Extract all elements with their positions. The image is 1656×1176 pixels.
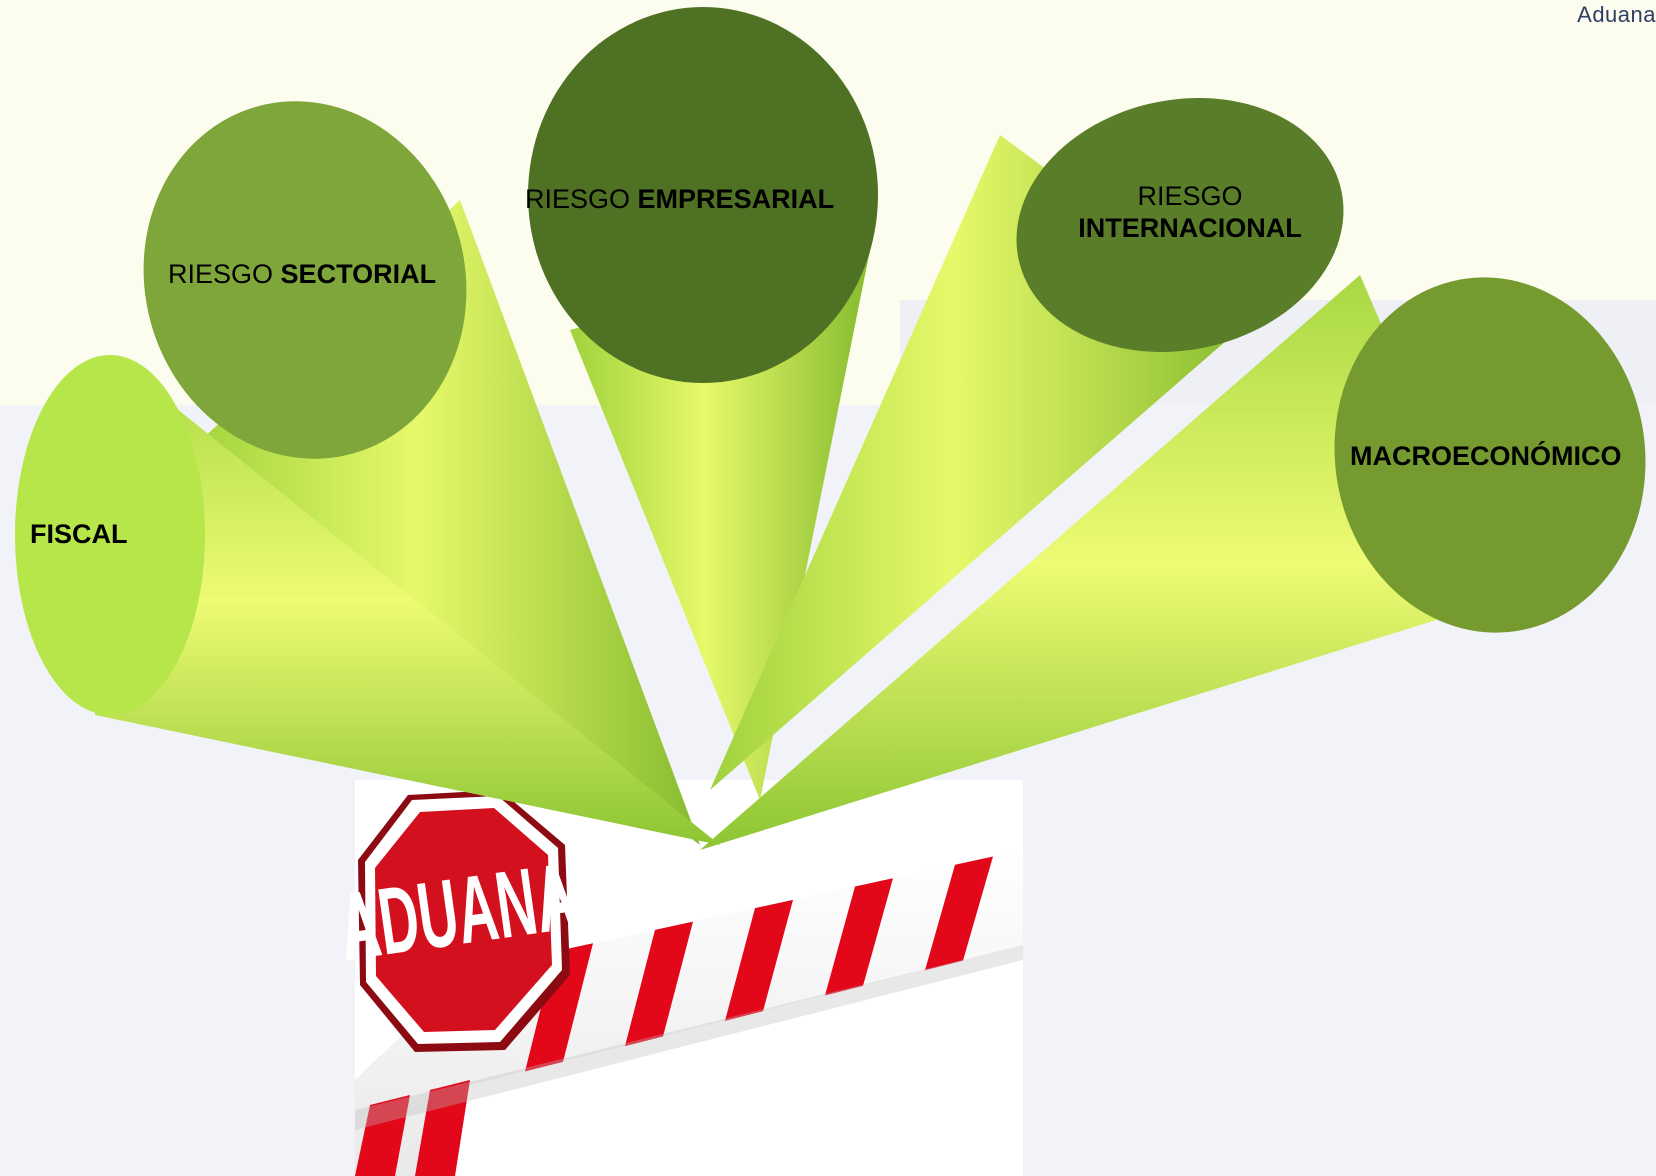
label-macroeconomico: MACROECONÓMICO — [1350, 440, 1622, 472]
aduana-stop-sign: ADUANA — [333, 790, 582, 1052]
barrier-stripe — [925, 856, 993, 971]
cone-macroeconomico-body — [700, 275, 1500, 850]
label-fiscal-emphasis: FISCAL — [30, 519, 128, 549]
label-internacional: RIESGO INTERNACIONAL — [1065, 180, 1315, 244]
label-sectorial: RIESGO SECTORIAL — [168, 258, 436, 290]
label-sectorial-prefix: RIESGO — [168, 259, 274, 289]
label-empresarial: RIESGO EMPRESARIAL — [525, 183, 834, 215]
cap-fiscal — [15, 355, 205, 715]
cap-empresarial — [528, 7, 878, 383]
label-empresarial-prefix: RIESGO — [525, 184, 631, 214]
cap-macroeconomico — [1334, 277, 1646, 633]
cone-empresarial-body — [570, 250, 870, 800]
label-sectorial-emphasis: SECTORIAL — [280, 259, 437, 289]
barrier-stripe — [825, 878, 893, 996]
barrier-stripe — [355, 1095, 410, 1176]
barrier-stripe — [725, 899, 793, 1021]
label-internacional-prefix: RIESGO — [1137, 181, 1243, 211]
barrier-stripe — [525, 943, 593, 1072]
label-fiscal: FISCAL — [30, 518, 128, 550]
barrier-stripes — [355, 856, 993, 1176]
cap-sectorial — [143, 101, 467, 459]
label-macroeconomico-emphasis: MACROECONÓMICO — [1350, 441, 1622, 471]
barrier-stripe — [415, 1080, 470, 1176]
barrier-shadow — [355, 945, 1023, 1130]
label-internacional-emphasis: INTERNACIONAL — [1078, 213, 1302, 243]
cone-fiscal-body — [95, 355, 720, 845]
barrier-stripe — [625, 921, 693, 1047]
corner-title: Aduana — [1577, 2, 1656, 27]
label-empresarial-emphasis: EMPRESARIAL — [637, 184, 835, 214]
cone-caps — [15, 7, 1646, 715]
cap-internacional — [1016, 98, 1344, 352]
customs-barrier-image: ADUANA — [333, 780, 1023, 1176]
